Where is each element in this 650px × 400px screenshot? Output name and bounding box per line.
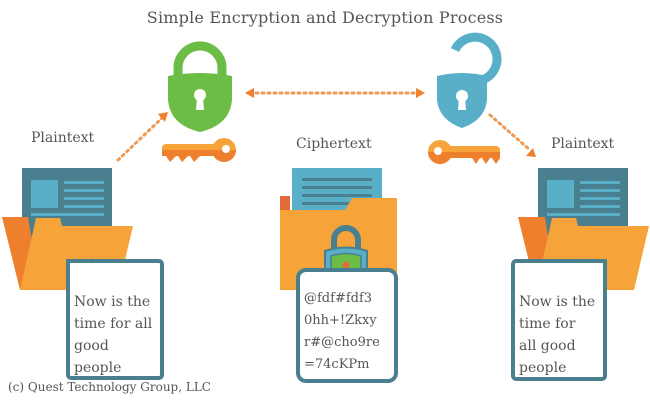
note-line: Now is the: [519, 294, 596, 310]
ciphertext-label: Ciphertext: [296, 136, 372, 152]
note-line: Now is the: [74, 294, 151, 310]
plaintext-label-right: Plaintext: [551, 136, 615, 152]
note-line: all good: [519, 338, 576, 354]
note-line: people: [519, 360, 567, 376]
note-line: @fdf#fdf3: [304, 291, 373, 306]
note-line: good: [74, 338, 109, 354]
diagram-title: Simple Encryption and Decryption Process: [146, 8, 504, 27]
note-line: time for: [519, 316, 576, 332]
unlocked-padlock-icon: [437, 32, 502, 128]
arrow-lock-to-unlock: [245, 88, 425, 98]
plaintext-note-left: Now is the time for all good people: [66, 259, 164, 380]
ciphertext-note: @fdf#fdf3 0hh+!Zkxy r#@cho9re =74cKPm: [296, 268, 398, 383]
plaintext-label-left: Plaintext: [31, 130, 95, 146]
arrow-unlock-to-plaintext: [488, 113, 536, 157]
copyright-text: (c) Quest Technology Group, LLC: [8, 380, 211, 394]
note-line: 0hh+!Zkxy: [304, 313, 377, 328]
note-line: r#@cho9re: [304, 335, 380, 350]
note-line: =74cKPm: [304, 357, 370, 372]
note-line: people: [74, 360, 122, 376]
plaintext-note-right: Now is the time for all good people: [511, 259, 607, 381]
key-icon-right: [428, 140, 500, 164]
arrow-plaintext-to-lock: [116, 112, 168, 162]
key-icon-left: [162, 138, 236, 162]
note-line: time for all: [74, 316, 153, 332]
locked-padlock-icon: [168, 41, 232, 132]
